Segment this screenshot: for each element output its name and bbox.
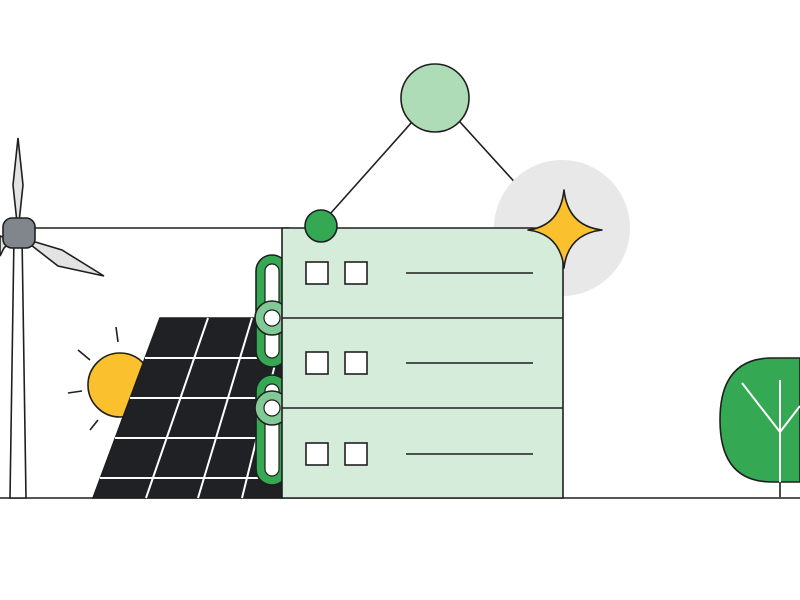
tree-icon [719, 357, 800, 498]
server-indicator-square [305, 442, 329, 466]
network-small-node-icon [304, 209, 338, 243]
sparkle-icon [527, 189, 603, 269]
server-unit [305, 351, 533, 375]
solar-panel-icon [91, 317, 283, 499]
server-indicator-square [305, 261, 329, 285]
wind-turbine-icon [0, 137, 105, 499]
server-unit [305, 261, 533, 285]
network-node-icon [400, 63, 470, 133]
chain-link-icon [254, 254, 290, 486]
server-rack-icon [281, 227, 564, 499]
server-indicator-square [305, 351, 329, 375]
server-indicator-square [344, 442, 368, 466]
server-indicator-square [344, 351, 368, 375]
server-indicator-square [344, 261, 368, 285]
server-unit [305, 442, 533, 466]
